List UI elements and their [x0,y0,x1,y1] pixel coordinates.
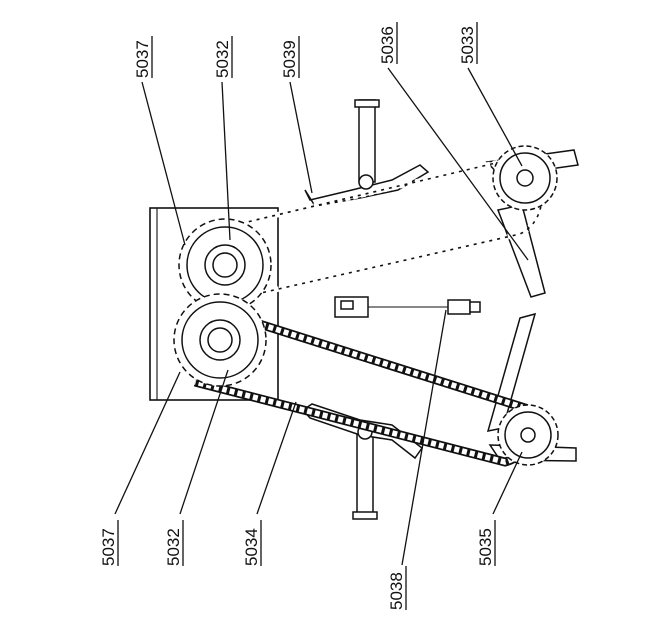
label-5035: 5035 [476,520,496,566]
label-5033-text: 5033 [458,26,477,64]
sensor-5038 [334,296,481,318]
label-5032-top-text: 5032 [213,40,232,78]
leader-lines [114,67,529,566]
upper-idler-sprocket [492,145,558,211]
base-plate [149,207,279,401]
upper-bracket [304,99,430,207]
label-5039-text: 5039 [280,40,299,78]
label-5037-bottom: 5037 [99,520,119,566]
label-5032-top: 5032 [213,36,233,78]
label-5039: 5039 [280,36,300,78]
label-5034: 5034 [242,520,262,566]
label-5038: 5038 [387,566,407,610]
label-5032-bottom: 5032 [164,520,184,566]
label-5037-top-text: 5037 [133,40,152,78]
label-5035-text: 5035 [476,528,495,566]
label-5032-bottom-text: 5032 [164,528,183,566]
label-5037-bottom-text: 5037 [99,528,118,566]
label-5033: 5033 [458,22,478,64]
label-5036: 5036 [378,22,398,64]
lower-idler-sprocket [497,404,559,466]
label-5036-text: 5036 [378,26,397,64]
label-5038-text: 5038 [387,572,406,610]
lower-drive-sprocket [173,293,267,387]
upper-drive-sprocket [178,218,272,312]
label-5034-text: 5034 [242,528,261,566]
label-5037-top: 5037 [133,36,153,78]
